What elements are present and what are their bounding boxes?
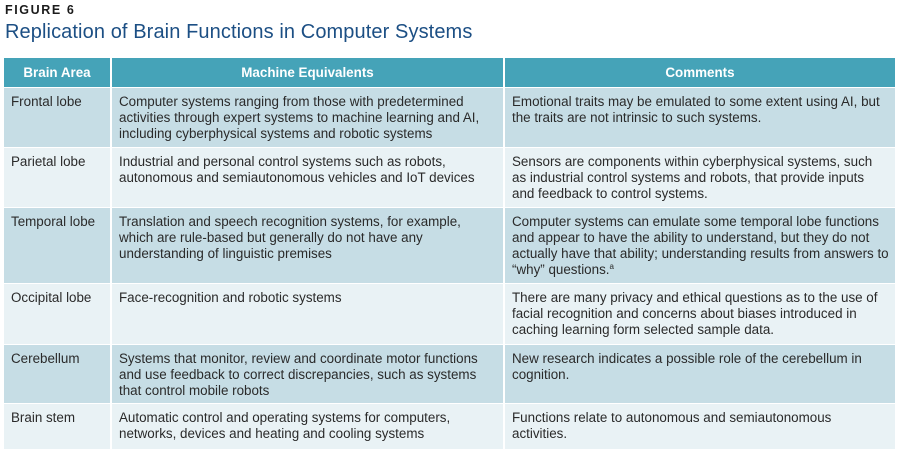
cell-comment: Functions relate to autonomous and semia… — [505, 404, 895, 450]
header-comments: Comments — [505, 58, 895, 88]
header-brain-area: Brain Area — [4, 58, 112, 88]
cell-comment: New research indicates a possible role o… — [505, 345, 895, 404]
cell-brain-area: Occipital lobe — [4, 284, 112, 345]
table-row: Temporal lobe Translation and speech rec… — [4, 208, 895, 284]
cell-brain-area: Parietal lobe — [4, 148, 112, 208]
cell-comment: There are many privacy and ethical quest… — [505, 284, 895, 345]
cell-brain-area: Frontal lobe — [4, 88, 112, 148]
cell-machine-equivalent: Face-recognition and robotic systems — [112, 284, 505, 345]
table-row: Brain stem Automatic control and operati… — [4, 404, 895, 450]
header-machine-equivalents: Machine Equivalents — [112, 58, 505, 88]
cell-machine-equivalent: Computer systems ranging from those with… — [112, 88, 505, 148]
figure-label: FIGURE 6 — [5, 3, 76, 17]
cell-brain-area: Cerebellum — [4, 345, 112, 404]
table-row: Frontal lobe Computer systems ranging fr… — [4, 88, 895, 148]
cell-brain-area: Temporal lobe — [4, 208, 112, 284]
figure-title: Replication of Brain Functions in Comput… — [5, 21, 473, 43]
cell-brain-area: Brain stem — [4, 404, 112, 450]
footnote-marker: a — [609, 262, 614, 271]
table-row: Occipital lobe Face-recognition and robo… — [4, 284, 895, 345]
comment-text: Computer systems can emulate some tempor… — [512, 214, 889, 277]
table-row: Cerebellum Systems that monitor, review … — [4, 345, 895, 404]
cell-machine-equivalent: Industrial and personal control systems … — [112, 148, 505, 208]
brain-functions-table: Brain Area Machine Equivalents Comments … — [4, 58, 895, 450]
cell-machine-equivalent: Automatic control and operating systems … — [112, 404, 505, 450]
table-header-row: Brain Area Machine Equivalents Comments — [4, 58, 895, 88]
table-row: Parietal lobe Industrial and personal co… — [4, 148, 895, 208]
cell-comment: Sensors are components within cyberphysi… — [505, 148, 895, 208]
cell-machine-equivalent: Translation and speech recognition syste… — [112, 208, 505, 284]
cell-machine-equivalent: Systems that monitor, review and coordin… — [112, 345, 505, 404]
cell-comment: Emotional traits may be emulated to some… — [505, 88, 895, 148]
cell-comment: Computer systems can emulate some tempor… — [505, 208, 895, 284]
table: Brain Area Machine Equivalents Comments … — [4, 58, 895, 450]
